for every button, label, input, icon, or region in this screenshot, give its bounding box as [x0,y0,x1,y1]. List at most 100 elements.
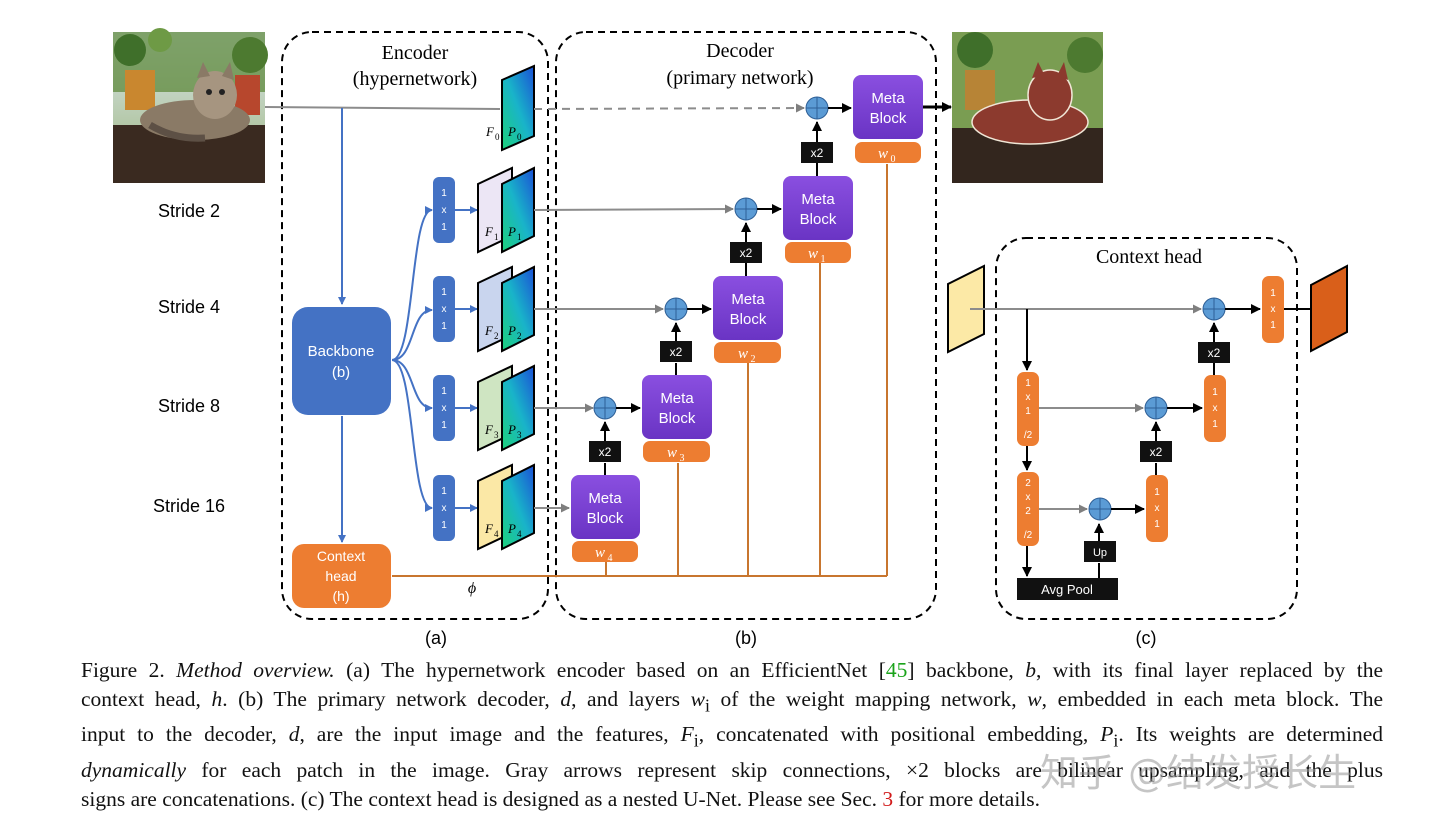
weight-index: 0 [891,154,896,165]
caption-text: input to the decoder, [81,722,289,747]
feature-index: 2 [494,331,499,341]
upsample-x2: x2 [589,441,621,462]
caption-text: for each patch in the image. Gray arrows… [186,757,1383,782]
plus-circle-icon [664,297,688,321]
caption-line-5: signs are concatenations. (c) The contex… [81,785,1383,814]
weight-symbol: w [808,246,818,262]
caption-math: w [690,687,705,711]
context-label: (h) [332,588,349,604]
flow-arrow [391,306,433,361]
feature-label: P [507,521,516,536]
caption-math-sub: i [704,695,710,716]
ctx-text: /2 [1024,430,1033,441]
stride-label: Stride 4 [158,297,220,317]
caption-text: , concatenated with positional embedding… [698,722,1101,747]
caption-emph: dynamically [81,757,187,782]
conv-text: 1 [441,486,447,497]
meta-block-2: Meta Block [713,276,783,340]
weight-w2: w 2 [714,342,781,365]
ctx-conv1x1-down: 1 x 1 /2 [1017,372,1039,446]
ctx-conv1x1: 1 x 1 [1146,475,1168,542]
panel-label-b: (b) [735,628,757,648]
feature-index: 1 [494,232,499,242]
weight-w4: w 4 [572,541,638,564]
feature-label: F [485,124,495,139]
caption-math: d [560,687,572,711]
conv-text: x [442,205,447,216]
upsample-x2: x2 [801,142,833,163]
feature-pair-2: F 2 P 2 [477,265,535,353]
flow-arrow [391,359,433,412]
caption-line-2: context head, h. (b) The primary network… [81,685,1383,720]
encoder-subtitle: (hypernetwork) [353,68,477,90]
ctx-text: 1 [1212,419,1218,430]
conv-text: 1 [441,287,447,298]
upsample-x2: x2 [1140,441,1172,462]
conv-text: 1 [441,420,447,431]
caption-line-4: dynamically for each patch in the image.… [81,756,1383,785]
flow-arrow [391,206,433,361]
meta-block-1: Meta Block [783,176,853,240]
weight-w0: w 0 [855,142,921,165]
x2-text: x2 [811,146,824,160]
caption-text: for more details. [893,786,1041,811]
caption-title: Method overview. [176,658,335,682]
feature-label: P [507,323,516,338]
caption-text: , embedded in each meta block. The [1041,687,1383,711]
figure-caption: Figure 2. Method overview. (a) The hyper… [81,656,1383,814]
ctx-text: x [1271,304,1276,315]
ctx-text: 2 [1025,506,1031,517]
stride-label: Stride 2 [158,201,220,221]
meta-label: Block [730,311,767,328]
caption-math-sub: i [693,730,699,751]
meta-label: Meta [660,390,694,407]
caption-line-1: Figure 2. Method overview. (a) The hyper… [81,656,1383,685]
meta-block-4: Meta Block [571,475,640,539]
citation-link[interactable]: 45 [885,658,908,682]
meta-label: Block [800,211,837,228]
ctx-text: x [1026,392,1031,403]
stride-label: Stride 16 [153,496,225,516]
panel-label-a: (a) [425,628,447,648]
weight-w1: w 1 [785,242,851,265]
weight-symbol: w [667,445,677,461]
weight-index: 1 [821,254,826,265]
meta-block-3: Meta Block [642,375,712,439]
caption-line-3: input to the decoder, d, are the input i… [81,720,1383,755]
weight-symbol: w [878,146,888,162]
feature-index: 4 [517,529,522,539]
weight-w3: w 3 [643,441,710,464]
meta-label: Meta [801,191,835,208]
upsample-x2: x2 [660,341,692,362]
caption-text: . Its weights are determined [1118,722,1383,747]
feature-label: P [507,124,516,139]
section-link[interactable]: 3 [882,786,894,811]
plus-circle-icon [1144,396,1168,420]
upsample-up: Up [1084,541,1116,562]
conv-text: x [442,503,447,514]
feature-label: F [484,422,494,437]
feature-label: F [484,224,494,239]
flow-arrow [391,359,433,512]
ctx-text: x [1213,403,1218,414]
method-overview-figure: Encoder (hypernetwork) Decoder (primary … [113,28,1348,648]
feature-index: 2 [517,331,522,341]
decoder-title: Decoder [706,40,774,62]
conv-text: x [442,304,447,315]
x2-text: x2 [670,345,683,359]
plus-circle-icon [593,396,617,420]
weight-index: 2 [751,354,756,365]
caption-text: signs are concatenations. (c) The contex… [81,786,883,811]
feature-index: 4 [494,529,499,539]
feature-pair-0: F 0 P 0 [485,64,535,152]
caption-math: h [211,687,223,711]
conv1x1-block: 1 x 1 [433,475,455,541]
feature-pair-3: F 3 P 3 [477,364,535,452]
conv-text: 1 [441,386,447,397]
feature-index: 0 [495,132,500,142]
skip-arrow [533,204,734,214]
watermark: 知乎 @结发授长生 [1040,751,1357,795]
ctx-text: 1 [1270,288,1276,299]
input-cat-image [113,28,268,183]
conv-text: 1 [441,520,447,531]
